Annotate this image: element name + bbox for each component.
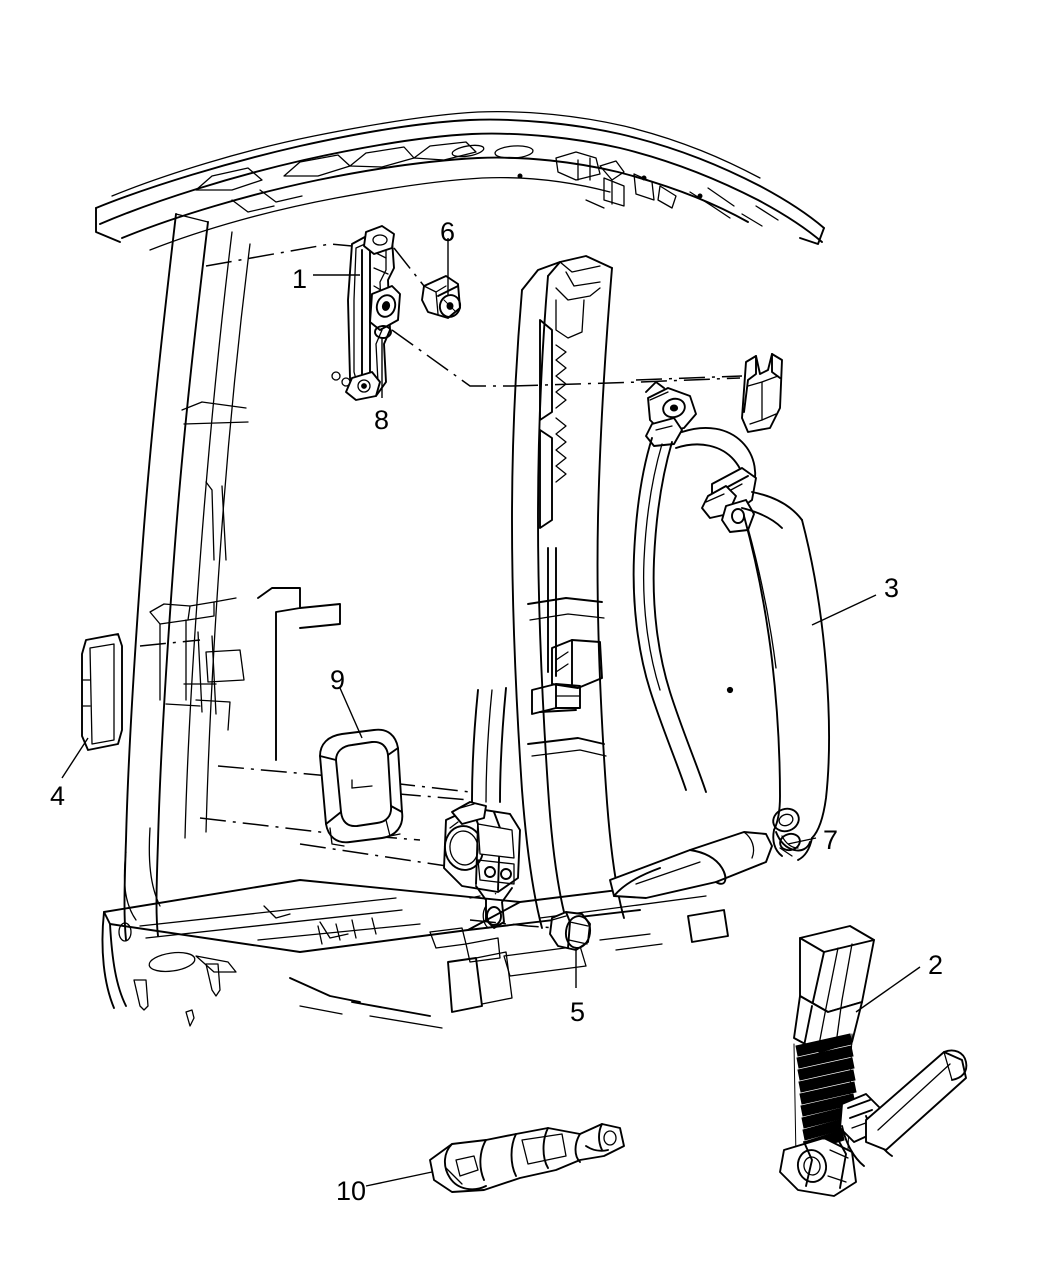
adjuster-bolt-item6 [421, 275, 462, 319]
leader-3 [811, 594, 877, 626]
callout-label-8: 8 [374, 405, 390, 435]
buckle-assembly-item2 [779, 925, 968, 1197]
callout-label-4: 4 [50, 781, 66, 811]
roof-rail-group [95, 110, 825, 251]
callout-label-2: 2 [928, 950, 944, 980]
leader-9 [339, 687, 363, 739]
callout-label-10: 10 [336, 1176, 367, 1206]
b-pillar-trim-group [511, 255, 625, 929]
anchor-latch-item10 [429, 1123, 625, 1193]
assembly-dashdot-lines [139, 243, 743, 929]
a-pillar-group [123, 213, 251, 941]
leader-2 [855, 966, 921, 1013]
callout-label-3: 3 [884, 573, 900, 603]
belt-webbing-group [632, 381, 830, 861]
callout-label-1: 1 [292, 264, 308, 294]
lower-anchor-trim [609, 831, 773, 899]
leader-7 [787, 837, 817, 845]
retractor-bolt-item5 [549, 911, 592, 951]
retractor-group [443, 687, 521, 929]
height-adjuster-group [331, 225, 401, 401]
anchor-clip-upper-right [741, 353, 783, 433]
callout-label-9: 9 [330, 665, 346, 695]
callout-label-5: 5 [570, 997, 586, 1027]
callout-label-7: 7 [823, 825, 839, 855]
leader-10 [365, 1171, 433, 1187]
floor-and-sill-group [81, 587, 729, 1029]
leader-lines [61, 238, 921, 1187]
callout-label-6: 6 [440, 217, 456, 247]
leader-4 [61, 737, 89, 779]
retractor-bezel-item9 [319, 728, 404, 847]
